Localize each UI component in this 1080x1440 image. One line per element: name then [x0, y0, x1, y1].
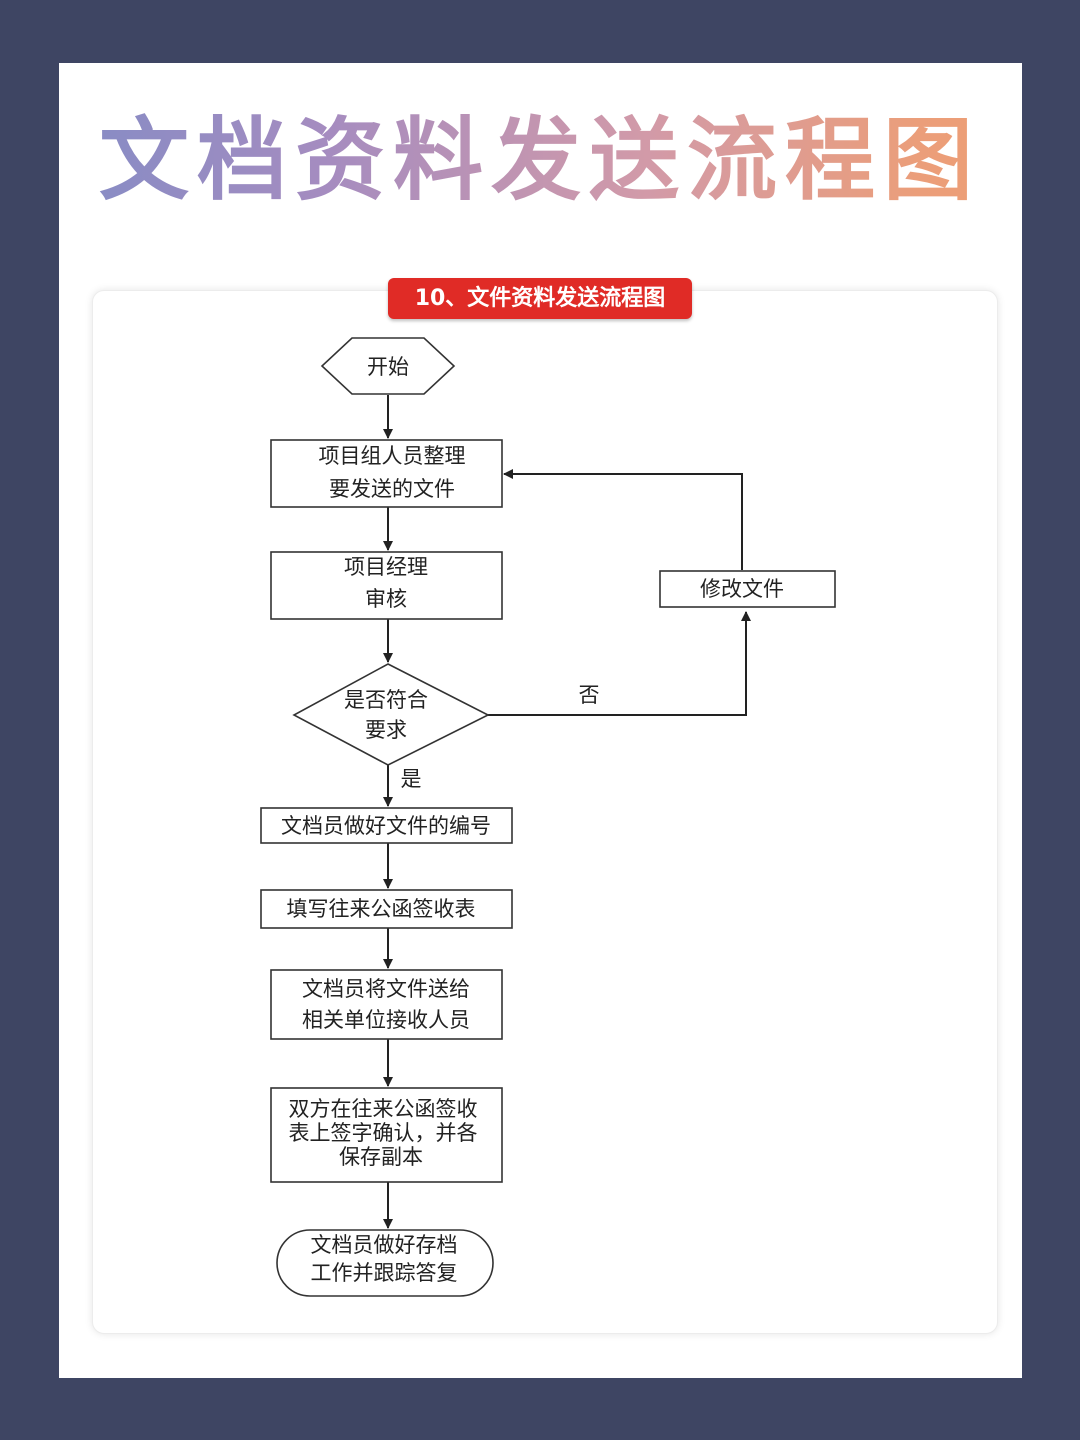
- node-review: 项目经理 审核: [270, 551, 503, 620]
- node-fill-form-label: 填写往来公函签收表: [287, 897, 476, 921]
- node-modify: 修改文件: [659, 570, 836, 608]
- node-sign-line-2: 表上签字确认，并各: [289, 1121, 478, 1145]
- node-review-line-2: 审核: [365, 587, 407, 611]
- node-deliver-line-1: 文档员将文件送给: [302, 977, 470, 1001]
- section-label: 10、文件资料发送流程图: [388, 278, 692, 319]
- node-organize-line-1: 项目组人员整理: [319, 444, 466, 468]
- node-decision-line-1: 是否符合: [344, 688, 428, 712]
- node-fill-form: 填写往来公函签收表: [260, 889, 513, 929]
- node-review-line-1: 项目经理: [344, 555, 428, 579]
- node-archive-line-1: 文档员做好存档: [311, 1233, 458, 1257]
- node-organize-line-2: 要发送的文件: [329, 477, 455, 501]
- node-numbering-label: 文档员做好文件的编号: [281, 814, 491, 838]
- edge-label-yes: 是: [401, 767, 422, 791]
- edge-decision-modify: [488, 611, 751, 716]
- node-modify-label: 修改文件: [700, 577, 784, 601]
- node-start-label: 开始: [367, 355, 409, 379]
- node-start: 开始: [320, 337, 456, 395]
- node-deliver: 文档员将文件送给 相关单位接收人员: [270, 969, 503, 1040]
- node-sign: 双方在往来公函签收 表上签字确认，并各 保存副本: [270, 1087, 503, 1183]
- edge-label-no: 否: [579, 683, 600, 707]
- node-numbering: 文档员做好文件的编号: [260, 807, 513, 844]
- page-title: 文档资料发送流程图: [0, 105, 1080, 215]
- node-deliver-line-2: 相关单位接收人员: [302, 1008, 470, 1032]
- node-decision: 是否符合 要求: [292, 663, 490, 766]
- node-organize: 项目组人员整理 要发送的文件: [270, 439, 503, 508]
- node-decision-line-2: 要求: [365, 718, 407, 742]
- node-archive-line-2: 工作并跟踪答复: [311, 1261, 458, 1285]
- node-sign-line-3: 保存副本: [339, 1145, 423, 1169]
- node-archive: 文档员做好存档 工作并跟踪答复: [276, 1229, 494, 1297]
- node-sign-line-1: 双方在往来公函签收: [289, 1097, 478, 1121]
- edge-modify-organize: [503, 469, 743, 570]
- connectors: [383, 395, 751, 1229]
- flowchart-card: [92, 290, 998, 1334]
